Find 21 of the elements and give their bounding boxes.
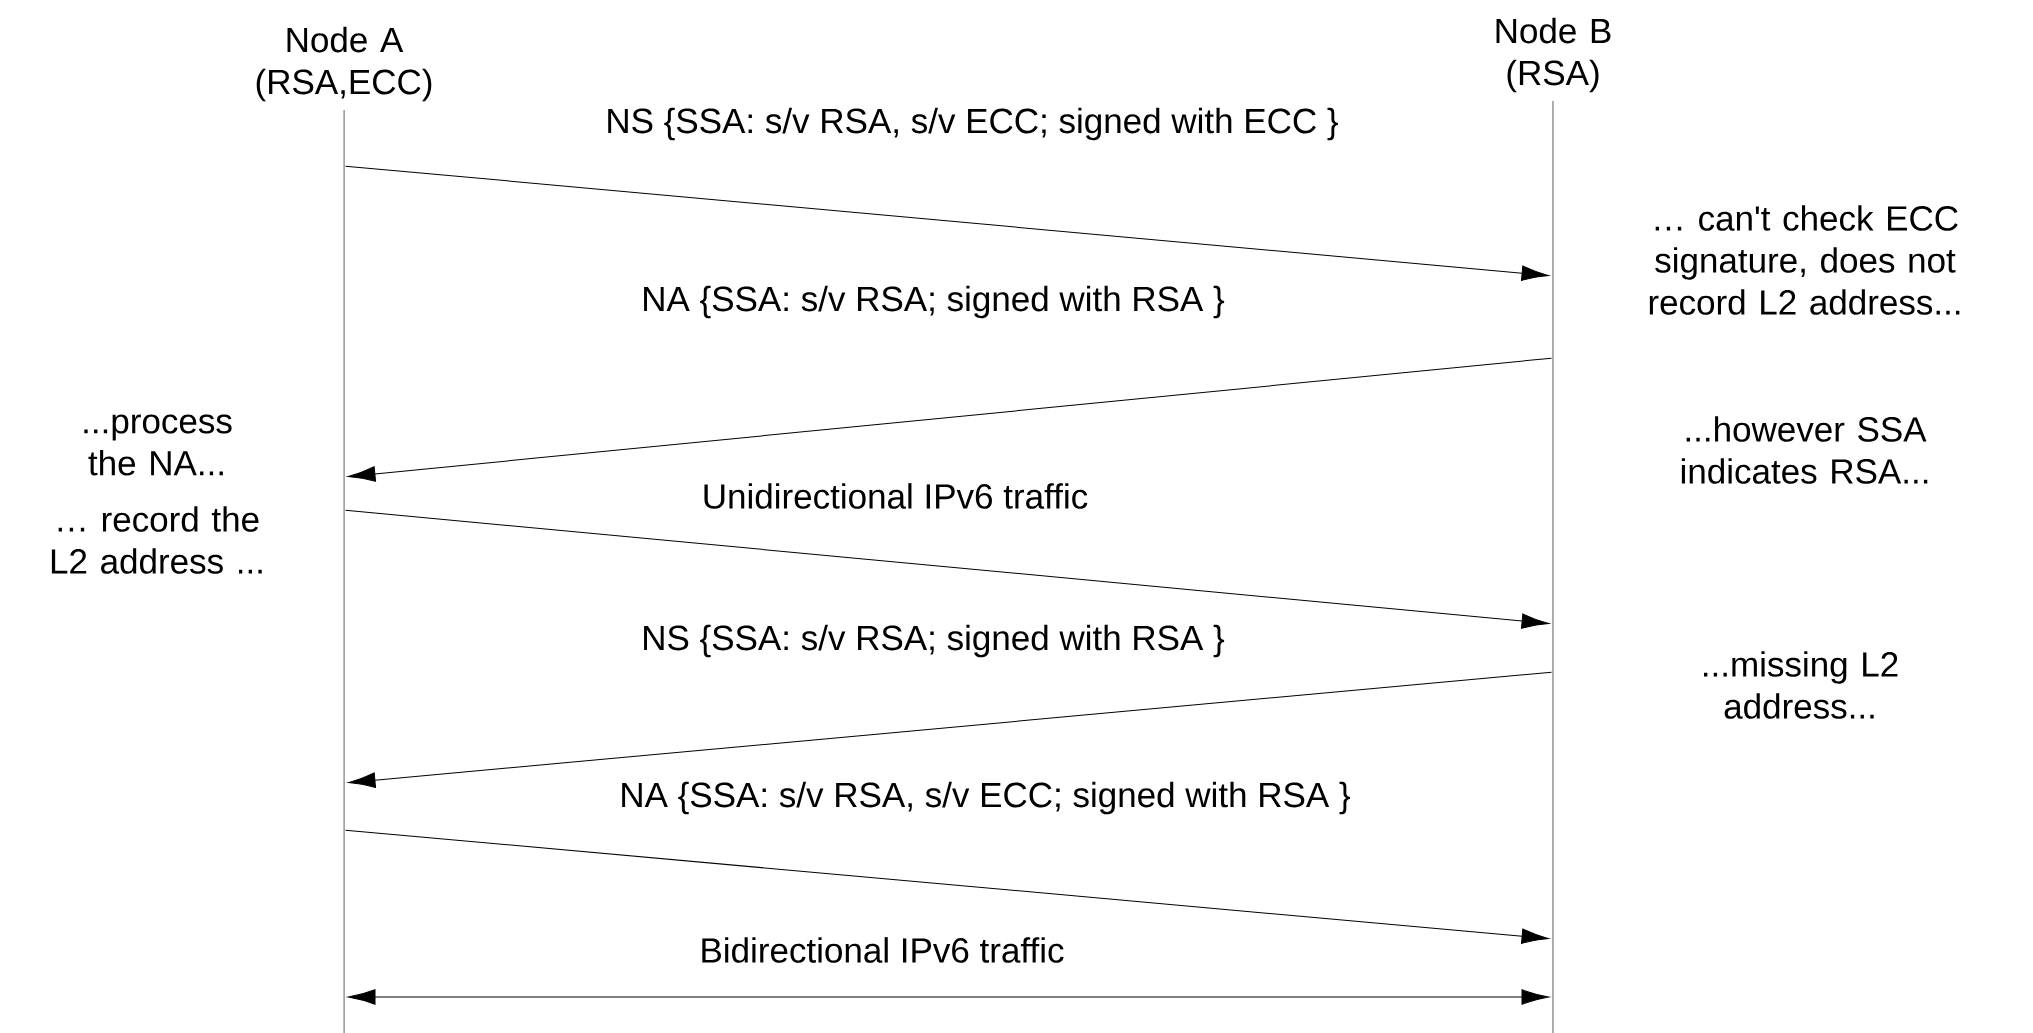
edge-label: NA {SSA: s/v RSA, s/v ECC; signed with RSA }	[622, 781, 1350, 815]
lifeline-header: Node B (RSA)	[1496, 17, 1611, 93]
edge-label: NS {SSA: s/v RSA; signed with RSA }	[644, 624, 1225, 658]
note: ...missing L2 address...	[1704, 651, 1898, 719]
lifeline-header: Node A (RSA,ECC)	[256, 26, 432, 102]
edge-label: Unidirectional IPv6 traffic	[704, 483, 1088, 509]
note: … record the L2 address ...	[51, 506, 262, 574]
note: … can't check ECC signature, does not record L2 address...	[1649, 205, 1960, 315]
lifeline	[1552, 100, 1554, 1033]
arrow	[347, 671, 1553, 788]
arrow	[347, 989, 1550, 1005]
arrow	[347, 357, 1553, 482]
arrow	[345, 829, 1550, 944]
arrow	[345, 509, 1550, 629]
note: ...however SSA indicates RSA...	[1681, 416, 1928, 484]
edge-label: NS {SSA: s/v RSA, s/v ECC; signed with ECC }	[608, 107, 1338, 141]
edge-label: Bidirectional IPv6 traffic	[702, 937, 1064, 963]
edge-label: NA {SSA: s/v RSA; signed with RSA }	[644, 285, 1225, 319]
lifeline	[343, 109, 345, 1033]
note: ...process the NA...	[84, 414, 232, 476]
arrow	[345, 165, 1550, 281]
